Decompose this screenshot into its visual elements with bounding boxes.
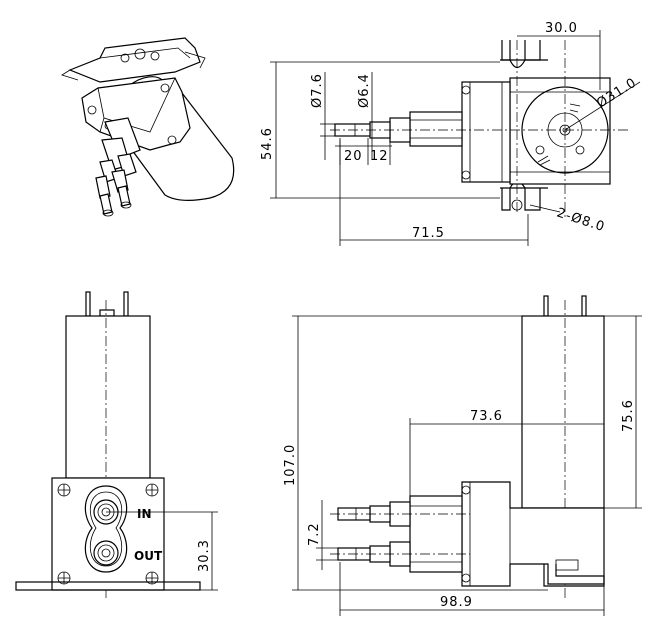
dim-height-107: 107.0 — [283, 444, 298, 486]
dim-top-width: 30.0 — [545, 21, 578, 36]
dim-len-12: 12 — [370, 149, 389, 164]
dim-height-54-6: 54.6 — [260, 127, 275, 160]
top-view: 30.0 54.6 Ø7.6 Ø6.4 20 12 Ø31.0 71.5 2-Ø… — [260, 21, 641, 246]
dim-len-71-5: 71.5 — [412, 226, 445, 241]
side-view: 107.0 73.6 75.6 7.2 98.9 — [283, 295, 642, 616]
dim-len-98-9: 98.9 — [440, 595, 473, 610]
dim-len-20: 20 — [344, 149, 363, 164]
isometric-view — [61, 37, 235, 217]
dim-height-7-2: 7.2 — [307, 522, 322, 546]
dim-height-75-6: 75.6 — [621, 399, 636, 432]
dim-len-73-6: 73.6 — [470, 409, 503, 424]
dim-holes: 2-Ø8.0 — [555, 206, 607, 236]
dim-height-30-3: 30.3 — [197, 539, 212, 572]
port-label-in: IN — [137, 507, 152, 521]
dim-dia-6-4: Ø6.4 — [357, 73, 372, 108]
dim-dia-7-6: Ø7.6 — [310, 73, 325, 108]
front-view: IN OUT 30.3 — [15, 291, 218, 600]
port-label-out: OUT — [134, 549, 163, 563]
